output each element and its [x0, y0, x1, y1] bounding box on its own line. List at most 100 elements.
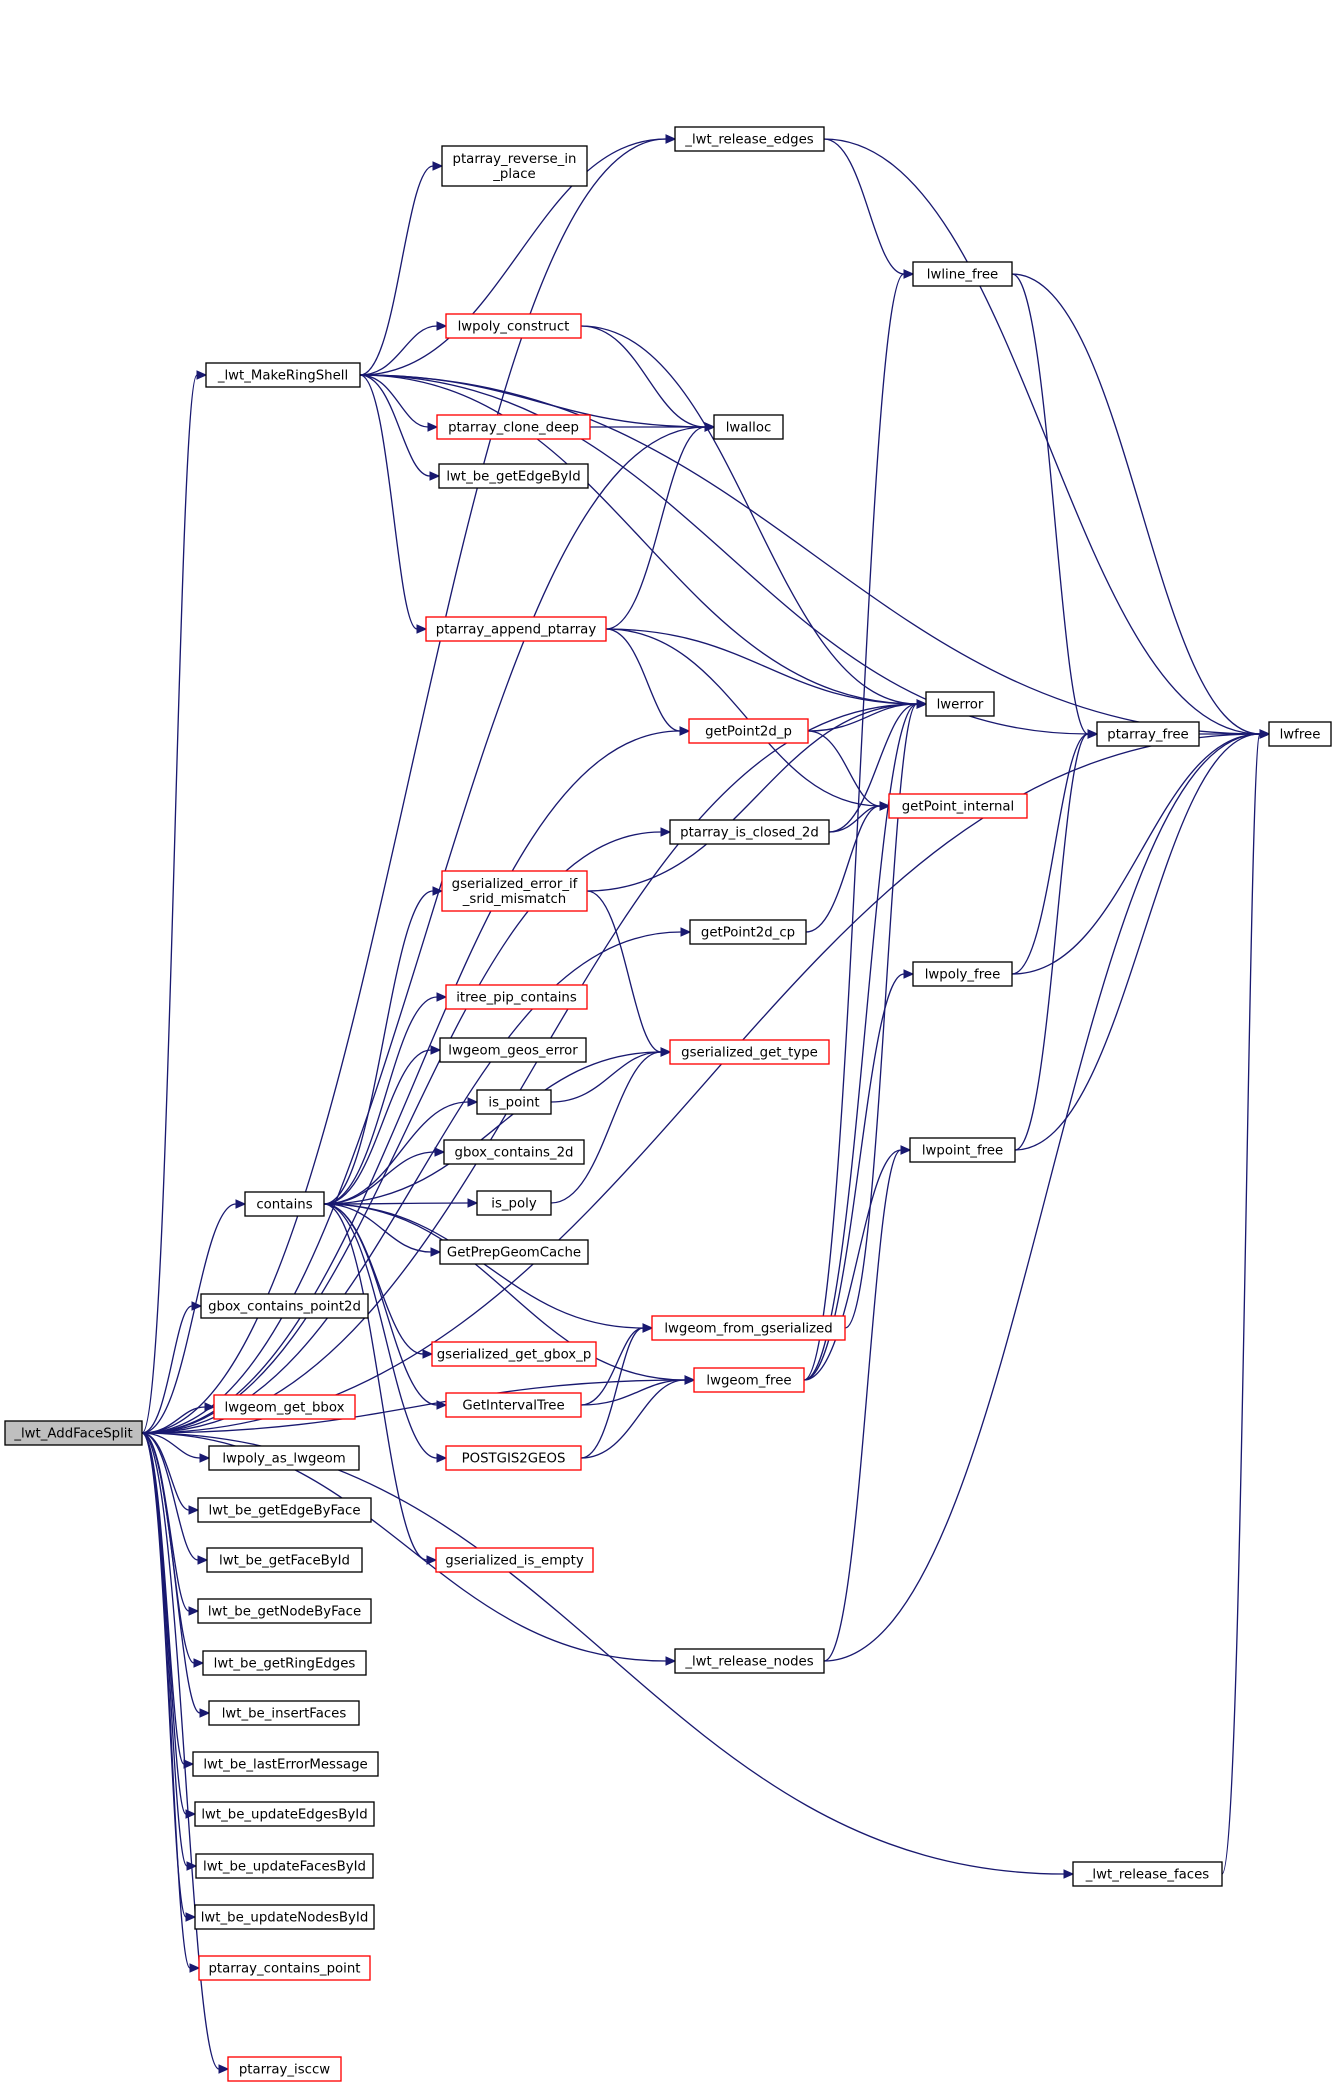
node-box[interactable] [693, 1367, 805, 1393]
node-box[interactable] [925, 691, 995, 717]
node-box[interactable] [476, 1089, 552, 1115]
node-postgis2geos[interactable]: POSTGIS2GEOS [445, 1445, 582, 1471]
node-release-nodes[interactable]: _lwt_release_nodes [674, 1648, 825, 1674]
node-box[interactable] [445, 984, 588, 1010]
node-geos-error[interactable]: lwgeom_geos_error [439, 1037, 587, 1063]
node-release-edges[interactable]: _lwt_release_edges [674, 126, 825, 152]
node-getpoint2d-p[interactable]: getPoint2d_p [688, 718, 809, 744]
node-box[interactable] [4, 1420, 143, 1446]
node-box[interactable] [208, 1700, 360, 1726]
node-srid[interactable]: gserialized_error_if_srid_mismatch [441, 870, 588, 912]
node-reverse[interactable]: ptarray_reverse_in_place [441, 145, 588, 187]
node-is-closed[interactable]: ptarray_is_closed_2d [669, 819, 830, 845]
node-as-lwgeom[interactable]: lwpoly_as_lwgeom [208, 1445, 360, 1471]
node-lwpoint-free[interactable]: lwpoint_free [909, 1137, 1016, 1163]
node-box[interactable] [674, 1648, 825, 1674]
node-isccw[interactable]: ptarray_isccw [227, 2056, 342, 2082]
node-box[interactable] [445, 1445, 582, 1471]
node-get-type[interactable]: gserialized_get_type [669, 1039, 830, 1065]
node-append[interactable]: ptarray_append_ptarray [425, 616, 607, 642]
node-box[interactable] [435, 1547, 594, 1573]
node-nodebyface[interactable]: lwt_be_getNodeByFace [197, 1598, 372, 1624]
node-itree[interactable]: itree_pip_contains [445, 984, 588, 1010]
node-box[interactable] [439, 1037, 587, 1063]
node-box[interactable] [651, 1315, 846, 1341]
node-makering[interactable]: _lwt_MakeRingShell [205, 362, 361, 388]
node-box[interactable] [476, 1190, 552, 1216]
node-box[interactable] [445, 313, 582, 339]
node-box[interactable] [206, 1547, 363, 1573]
node-gbox-contains-2d[interactable]: gbox_contains_2d [443, 1139, 585, 1165]
node-box[interactable] [909, 1137, 1016, 1163]
node-contains-point[interactable]: ptarray_contains_point [198, 1955, 371, 1981]
node-ringedges[interactable]: lwt_be_getRingEdges [202, 1650, 367, 1676]
node-box[interactable] [441, 145, 588, 187]
node-box[interactable] [436, 414, 591, 440]
node-clone-deep[interactable]: ptarray_clone_deep [436, 414, 591, 440]
node-ptarray-free[interactable]: ptarray_free [1096, 721, 1200, 747]
node-is-empty[interactable]: gserialized_is_empty [435, 1547, 594, 1573]
node-box[interactable] [1072, 1861, 1223, 1887]
node-box[interactable] [441, 870, 588, 912]
node-from-gser[interactable]: lwgeom_from_gserialized [651, 1315, 846, 1341]
node-box[interactable] [194, 1904, 375, 1930]
node-upd-faces[interactable]: lwt_be_updateFacesById [195, 1853, 374, 1879]
node-upd-nodes[interactable]: lwt_be_updateNodesById [194, 1904, 375, 1930]
node-box[interactable] [198, 1955, 371, 1981]
node-get-gbox-p[interactable]: gserialized_get_gbox_p [431, 1341, 597, 1367]
node-lwpoly-free[interactable]: lwpoly_free [912, 961, 1013, 987]
node-box[interactable] [244, 1191, 325, 1217]
node-lwline-free[interactable]: lwline_free [912, 261, 1013, 287]
node-box[interactable] [227, 2056, 342, 2082]
node-box[interactable] [669, 819, 830, 845]
node-box[interactable] [888, 793, 1028, 819]
node-prepgeom[interactable]: GetPrepGeomCache [439, 1239, 589, 1265]
node-box[interactable] [205, 362, 361, 388]
node-box[interactable] [197, 1598, 372, 1624]
node-edgebyface[interactable]: lwt_be_getEdgeByFace [197, 1497, 372, 1523]
node-lwalloc[interactable]: lwalloc [713, 414, 784, 440]
node-box[interactable] [669, 1039, 830, 1065]
node-contains[interactable]: contains [244, 1191, 325, 1217]
node-box[interactable] [431, 1341, 597, 1367]
node-lwerror[interactable]: lwerror [925, 691, 995, 717]
node-edgebyid[interactable]: lwt_be_getEdgeById [438, 463, 589, 489]
node-box[interactable] [1096, 721, 1200, 747]
node-is-poly[interactable]: is_poly [476, 1190, 552, 1216]
node-intervaltree[interactable]: GetIntervalTree [445, 1392, 582, 1418]
node-get-bbox[interactable]: lwgeom_get_bbox [213, 1394, 356, 1420]
node-box[interactable] [194, 1801, 375, 1827]
node-box[interactable] [713, 414, 784, 440]
node-box[interactable] [443, 1139, 585, 1165]
node-lasterror[interactable]: lwt_be_lastErrorMessage [192, 1751, 379, 1777]
node-facebyid[interactable]: lwt_be_getFaceById [206, 1547, 363, 1573]
node-lwpoly-construct[interactable]: lwpoly_construct [445, 313, 582, 339]
node-box[interactable] [200, 1293, 369, 1319]
node-is-point[interactable]: is_point [476, 1089, 552, 1115]
node-box[interactable] [688, 718, 809, 744]
node-box[interactable] [1268, 721, 1332, 747]
node-gbox-point2d[interactable]: gbox_contains_point2d [200, 1293, 369, 1319]
node-insertfaces[interactable]: lwt_be_insertFaces [208, 1700, 360, 1726]
node-box[interactable] [195, 1853, 374, 1879]
node-box[interactable] [425, 616, 607, 642]
node-box[interactable] [438, 463, 589, 489]
node-box[interactable] [202, 1650, 367, 1676]
node-getpoint2d-cp[interactable]: getPoint2d_cp [689, 919, 807, 945]
node-box[interactable] [674, 126, 825, 152]
node-box[interactable] [445, 1392, 582, 1418]
node-box[interactable] [208, 1445, 360, 1471]
node-box[interactable] [912, 261, 1013, 287]
node-box[interactable] [689, 919, 807, 945]
node-box[interactable] [439, 1239, 589, 1265]
node-box[interactable] [912, 961, 1013, 987]
node-root[interactable]: _lwt_AddFaceSplit [4, 1420, 143, 1446]
node-upd-edges[interactable]: lwt_be_updateEdgesById [194, 1801, 375, 1827]
node-getpoint-internal[interactable]: getPoint_internal [888, 793, 1028, 819]
node-box[interactable] [213, 1394, 356, 1420]
node-box[interactable] [197, 1497, 372, 1523]
node-lwgeom-free[interactable]: lwgeom_free [693, 1367, 805, 1393]
node-box[interactable] [192, 1751, 379, 1777]
node-lwfree[interactable]: lwfree [1268, 721, 1332, 747]
node-release-faces[interactable]: _lwt_release_faces [1072, 1861, 1223, 1887]
